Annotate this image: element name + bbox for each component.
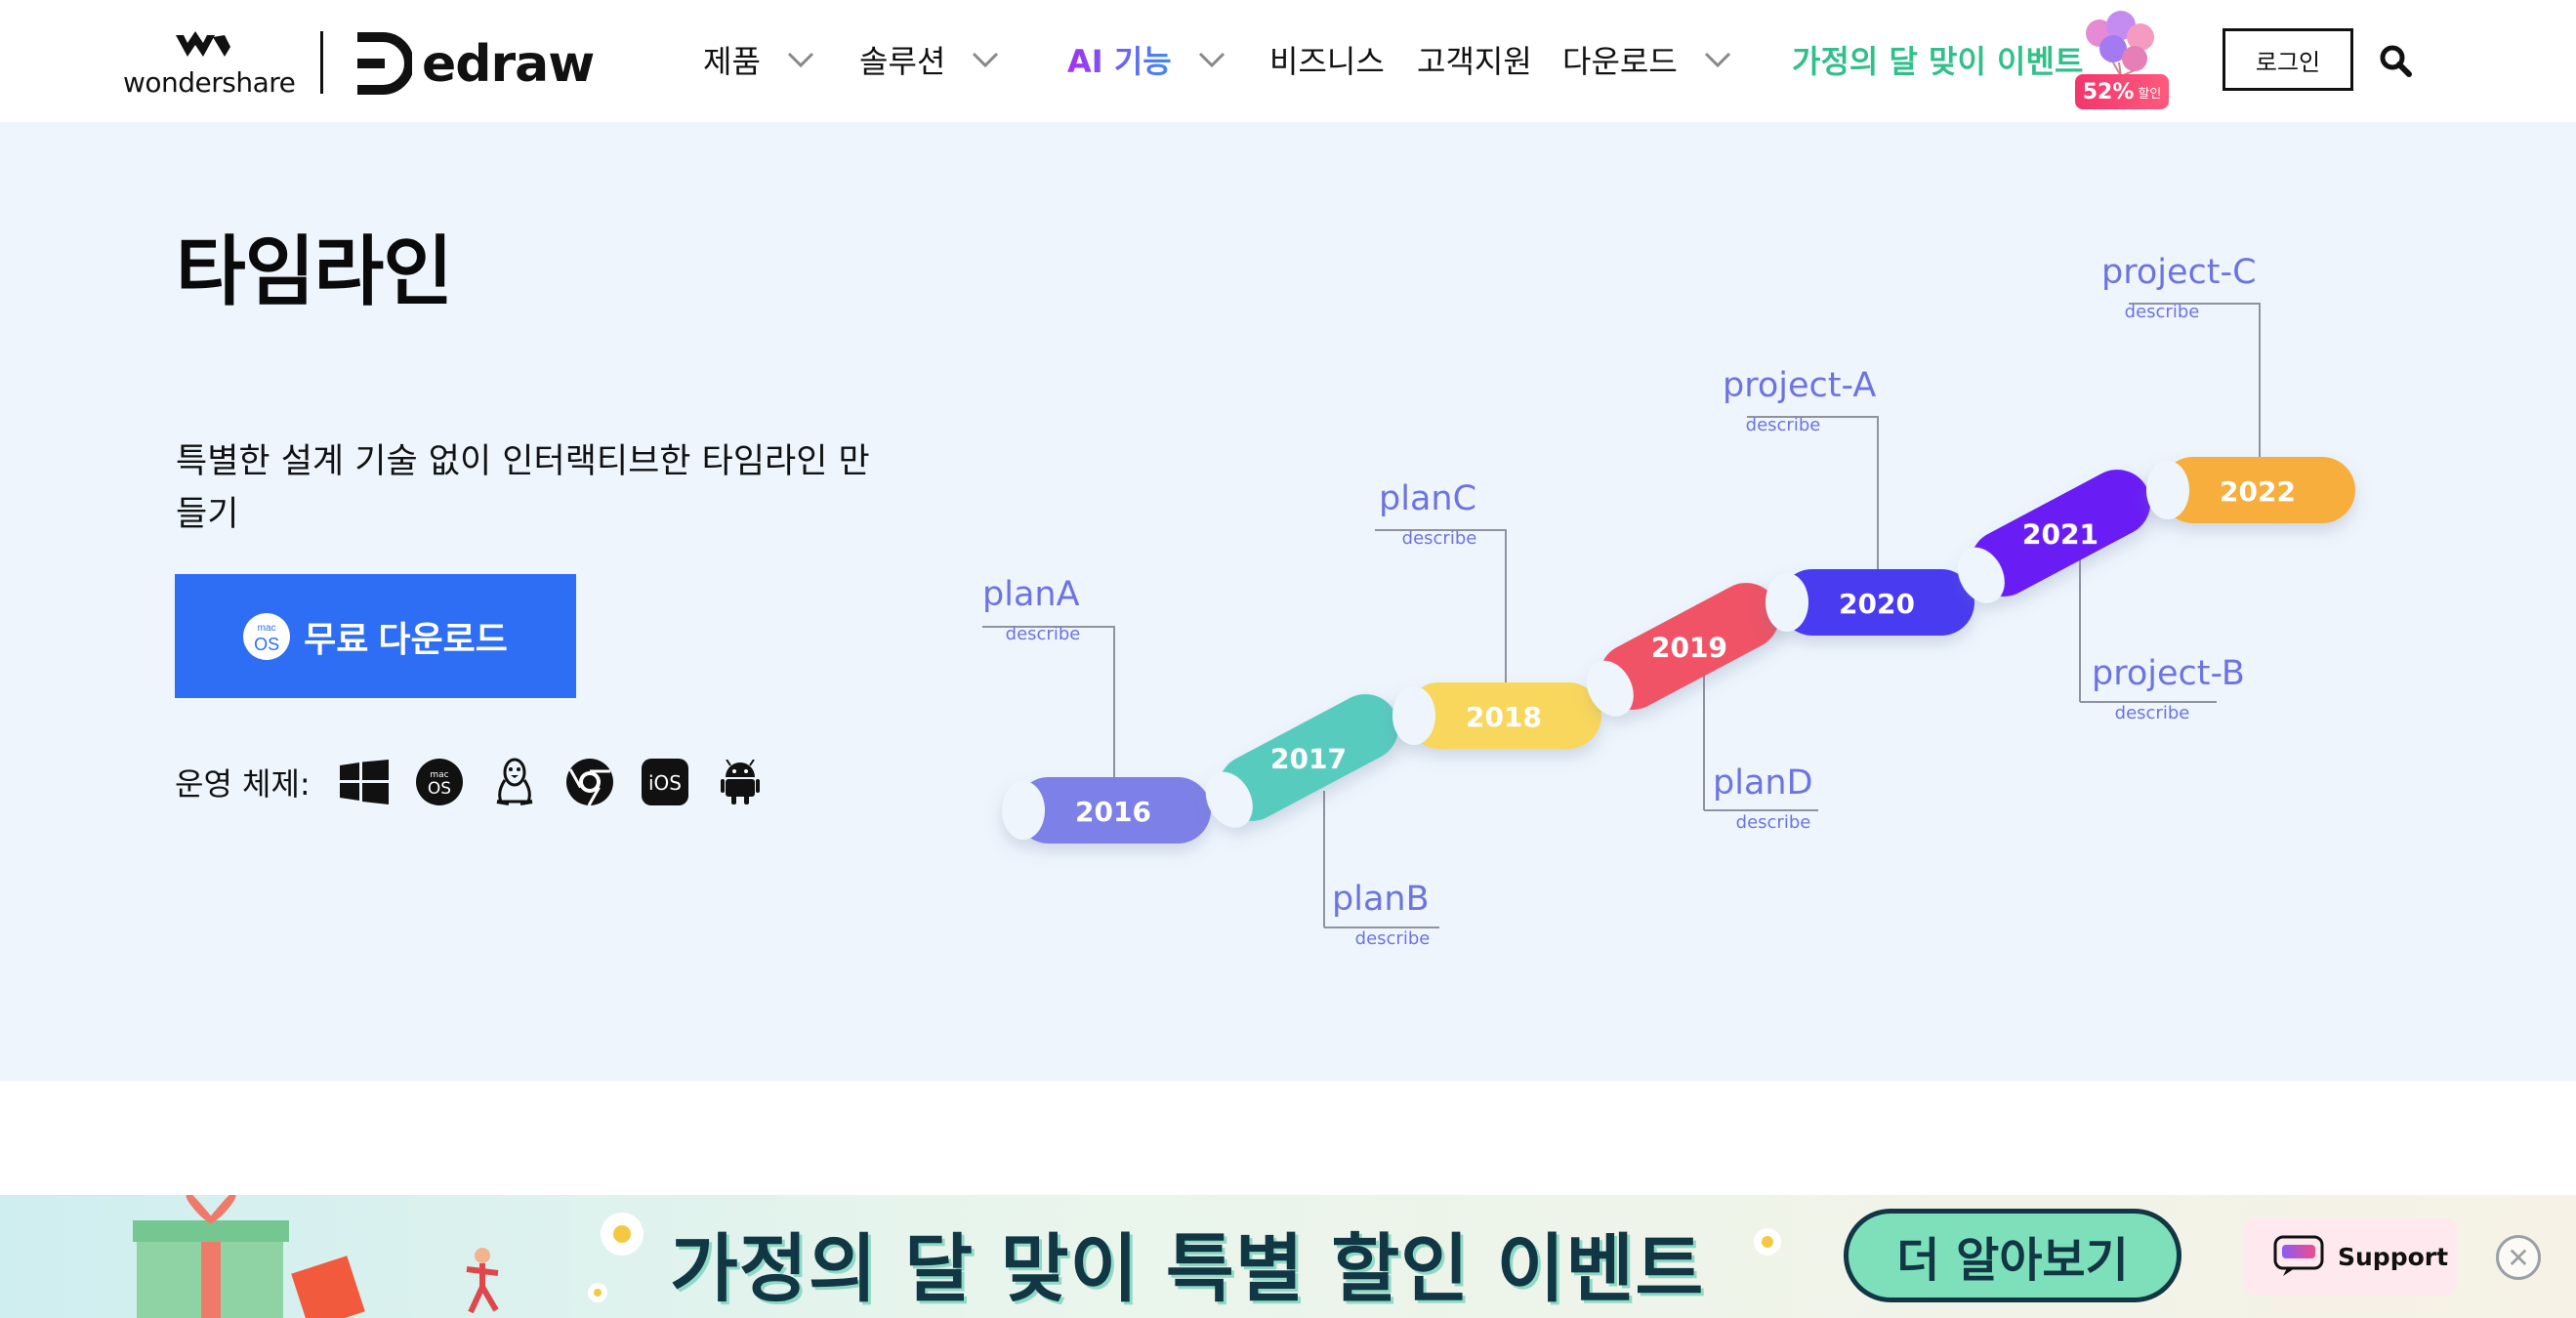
chevron-down-icon xyxy=(1198,52,1225,68)
edraw-mark-icon xyxy=(357,32,412,95)
learn-more-button[interactable]: 더 알아보기 xyxy=(1844,1209,2181,1302)
logo-divider xyxy=(320,31,323,94)
os-label: 운영 체제: xyxy=(175,765,311,803)
macos-badge-top: mac xyxy=(257,622,276,634)
edraw-wordmark: edraw xyxy=(422,35,595,94)
nav-business[interactable]: 비즈니스 xyxy=(1269,35,1385,84)
nav-ai-suffix: 기능 xyxy=(1102,43,1172,80)
nav-ai-label: AI 기능 xyxy=(1067,37,1172,82)
nav-products[interactable]: 제품 xyxy=(703,35,815,84)
search-icon[interactable] xyxy=(2379,44,2412,77)
chevron-down-icon xyxy=(1704,52,1730,68)
nav-ai-prefix: AI xyxy=(1067,43,1103,80)
nav-event[interactable]: 가정의 달 맞이 이벤트 xyxy=(1792,35,2083,84)
page-title: 타임라인 xyxy=(176,228,453,316)
linux-icon[interactable] xyxy=(490,758,539,806)
macos-badge-icon: mac OS xyxy=(243,612,291,660)
nav-download[interactable]: 다운로드 xyxy=(1562,35,1732,84)
nav-solutions-label: 솔루션 xyxy=(859,43,946,80)
svg-text:OS: OS xyxy=(428,779,451,799)
dancer-icon xyxy=(466,1248,499,1314)
edraw-logo[interactable]: edraw xyxy=(352,29,595,98)
ios-icon[interactable]: iOS xyxy=(641,758,689,806)
promo-banner[interactable]: 가정의 달 맞이 특별 할인 이벤트 더 알아보기 xyxy=(0,1195,2576,1318)
nav-products-label: 제품 xyxy=(703,43,761,80)
close-banner-icon[interactable]: ✕ xyxy=(2496,1235,2541,1280)
macos-badge-bottom: OS xyxy=(254,634,280,654)
discount-badge[interactable]: 52% 할인 xyxy=(2075,74,2169,109)
support-chat-button[interactable]: Support xyxy=(2244,1217,2457,1296)
wondershare-logo[interactable]: wondershare xyxy=(123,29,296,99)
nav-ai-features[interactable]: AI 기능 xyxy=(1067,35,1226,84)
nav-business-label: 비즈니스 xyxy=(1269,43,1385,80)
nav-event-label: 가정의 달 맞이 이벤트 xyxy=(1792,43,2084,80)
flower-icon xyxy=(588,1213,644,1302)
banner-title: 가정의 달 맞이 특별 할인 이벤트 xyxy=(670,1225,1705,1312)
windows-icon[interactable] xyxy=(339,758,389,806)
nav-solutions[interactable]: 솔루션 xyxy=(859,35,1000,84)
svg-text:mac: mac xyxy=(430,770,448,780)
discount-percent: 52% xyxy=(2082,79,2135,104)
chrome-icon[interactable] xyxy=(565,758,614,806)
site-header: wondershare edraw 제품 솔루션 AI 기능 비즈니스 고객지원… xyxy=(0,0,2576,122)
free-download-label: 무료 다운로드 xyxy=(304,618,508,659)
chat-bubble-icon xyxy=(2273,1235,2324,1276)
nav-download-label: 다운로드 xyxy=(1562,43,1678,80)
small-flower-icon xyxy=(1754,1228,1781,1256)
free-download-button[interactable]: mac OS 무료 다운로드 xyxy=(175,574,576,698)
discount-suffix: 할인 xyxy=(2138,86,2162,102)
support-label: Support xyxy=(2338,1242,2449,1271)
nav-support[interactable]: 고객지원 xyxy=(1417,35,1532,84)
wondershare-mark-icon xyxy=(176,31,230,57)
nav-support-label: 고객지원 xyxy=(1417,43,1532,80)
svg-text:iOS: iOS xyxy=(648,771,682,795)
android-icon[interactable] xyxy=(716,758,765,806)
wondershare-wordmark: wondershare xyxy=(123,66,296,99)
page-subtitle: 특별한 설계 기술 없이 인터랙티브한 타임라인 만들기 xyxy=(176,442,870,534)
gift-box-icon xyxy=(133,1195,365,1318)
login-button[interactable]: 로그인 xyxy=(2223,28,2353,91)
chevron-down-icon xyxy=(973,52,999,68)
chevron-down-icon xyxy=(787,52,813,68)
